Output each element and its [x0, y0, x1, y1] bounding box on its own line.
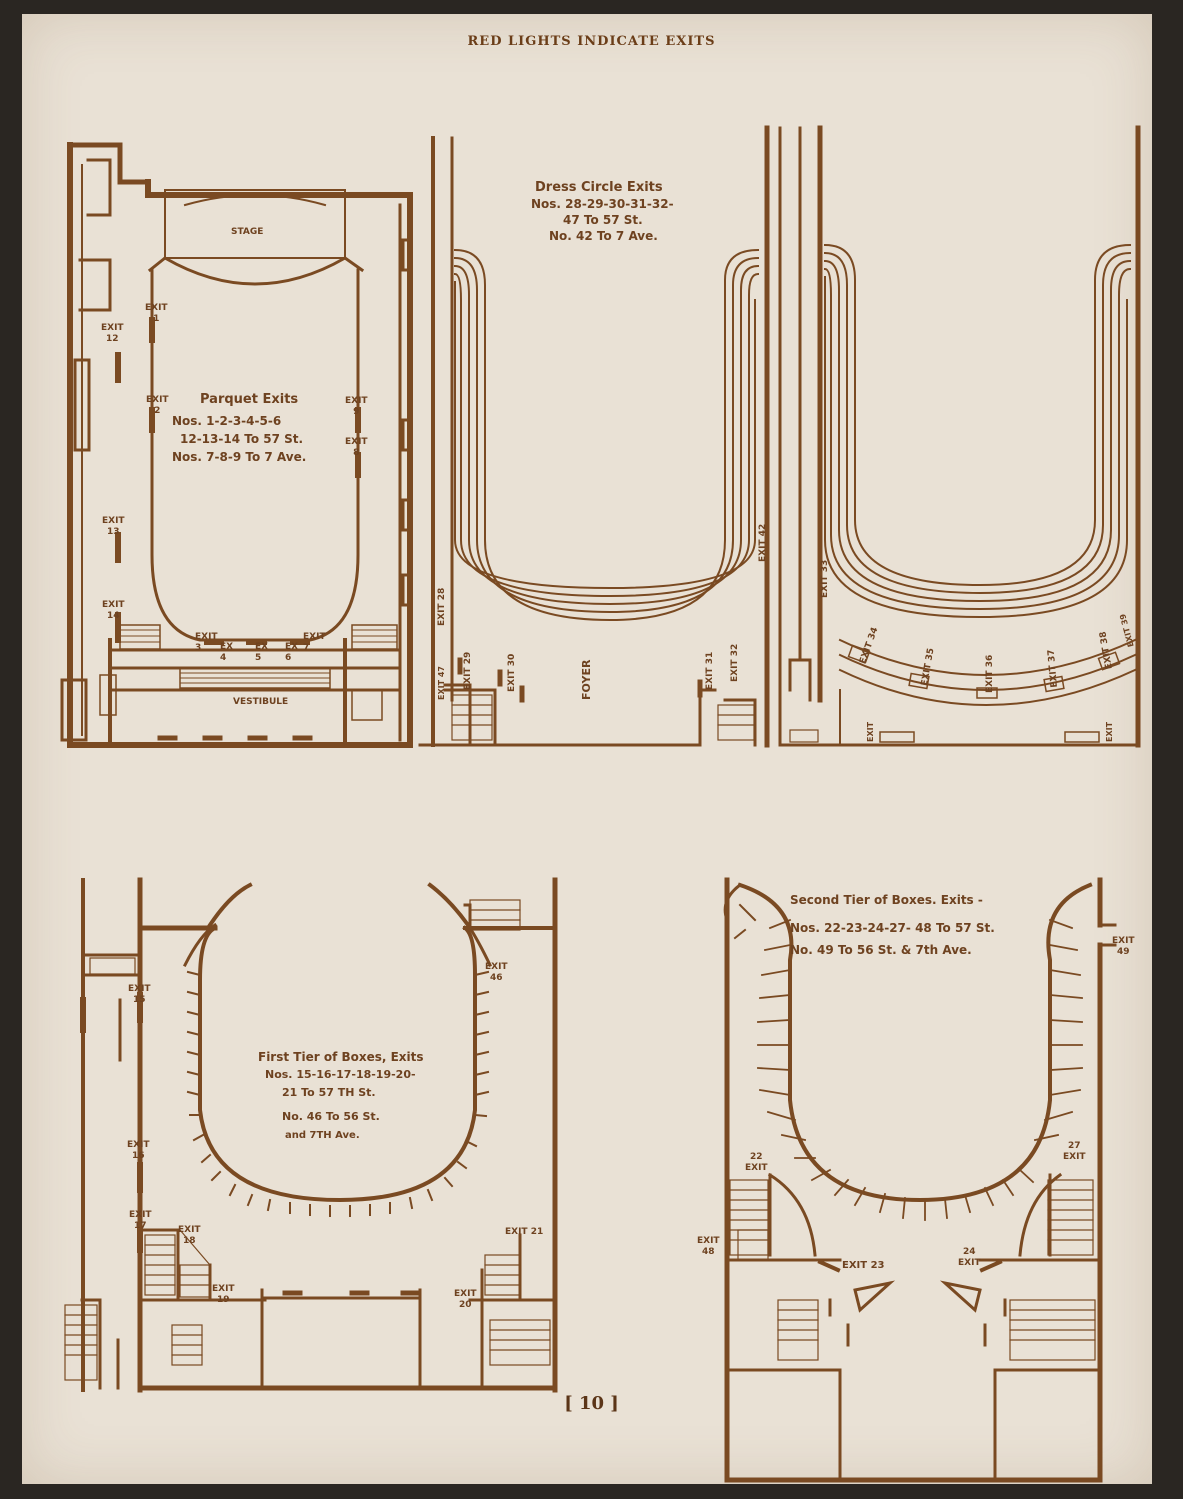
parquet-plan	[60, 142, 413, 748]
first-tier-plan	[64, 877, 558, 1393]
parquet-line3: Nos. 7-8-9 To 7 Ave.	[172, 450, 307, 464]
parquet-line2: 12-13-14 To 57 St.	[180, 432, 304, 446]
stage-label: STAGE	[231, 227, 264, 237]
exit-28-label: EXIT 28	[437, 587, 447, 626]
exit-4-label: EX 4	[220, 642, 234, 664]
exit-22-label: 22 EXIT	[745, 1152, 768, 1174]
exit-47-label: EXIT 47	[437, 666, 446, 700]
exit-24-label: 24 EXIT	[958, 1247, 981, 1269]
parquet-line1: Nos. 1-2-3-4-5-6	[172, 414, 282, 428]
dress-circle-line3: No. 42 To 7 Ave.	[549, 229, 658, 243]
dress-circle-title: Dress Circle Exits	[535, 180, 663, 195]
dress-circle-line1: Nos. 28-29-30-31-32-	[531, 197, 674, 211]
exit-8-label: EXIT 8	[345, 437, 368, 459]
exit-46-label: EXIT 46	[485, 962, 508, 984]
first-tier-line4: and 7TH Ave.	[285, 1130, 360, 1141]
foyer-label: FOYER	[580, 659, 593, 700]
exit-9-label: EXIT 9	[345, 396, 368, 418]
exit-left-bottom-label: EXIT	[866, 721, 875, 742]
second-tier-line1: Nos. 22-23-24-27- 48 To 57 St.	[790, 921, 995, 935]
exit-12-label: EXIT 12	[101, 323, 124, 345]
vestibule-label: VESTIBULE	[233, 697, 289, 707]
exit-13-label: EXIT 13	[102, 516, 125, 538]
exit-33-label: EXIT 33	[820, 559, 830, 598]
exit-21-label: EXIT 21	[505, 1227, 544, 1237]
page-number: [ 10 ]	[564, 1393, 619, 1414]
exit-14-label: EXIT 14	[102, 600, 125, 622]
first-tier-line1: Nos. 15-16-17-18-19-20-	[265, 1068, 416, 1081]
box-partitions	[186, 970, 490, 1217]
second-tier-title: Second Tier of Boxes. Exits -	[790, 893, 983, 907]
exit-17-label: EXIT 17	[129, 1210, 152, 1232]
exit-27-label: 27 EXIT	[1063, 1141, 1086, 1163]
exit-20-label: EXIT 20	[454, 1289, 477, 1311]
dress-circle-line2: 47 To 57 St.	[563, 213, 643, 227]
exit-3-label: EXIT 3	[195, 632, 218, 654]
dress-circle-plan	[418, 125, 1141, 748]
exit-1-label: EXIT 1	[145, 303, 168, 325]
exit-18-label: EXIT 18	[178, 1225, 201, 1247]
first-tier-line3: No. 46 To 56 St.	[282, 1110, 380, 1123]
parquet-title: Parquet Exits	[200, 392, 299, 407]
exit-right-bottom-label: EXIT	[1105, 721, 1114, 742]
exit-5-label: EX 5	[255, 642, 269, 664]
exit-7-label: EXIT 7	[303, 632, 326, 654]
exit-15-label: EXIT 15	[128, 984, 151, 1006]
page-header: RED LIGHTS INDICATE EXITS	[467, 34, 716, 49]
exit-31-label: EXIT 31	[705, 651, 715, 690]
first-tier-line2: 21 To 57 TH St.	[282, 1086, 376, 1099]
second-tier-plan	[723, 877, 1117, 1483]
exit-42-label: EXIT 42	[758, 523, 768, 562]
exit-23-label: EXIT 23	[842, 1260, 885, 1271]
exit-2-label: EXIT 2	[146, 395, 169, 417]
exit-32-label: EXIT 32	[730, 643, 740, 682]
box-partitions	[757, 918, 1083, 1221]
exit-29-label: EXIT 29	[463, 651, 473, 690]
exit-6-label: EX 6	[285, 642, 299, 664]
second-tier-line2: No. 49 To 56 St. & 7th Ave.	[790, 943, 972, 957]
exit-36-label: EXIT 36	[985, 654, 995, 693]
first-tier-title: First Tier of Boxes, Exits	[258, 1050, 424, 1064]
exit-16-label: EXIT 16	[127, 1140, 150, 1162]
exit-48-label: EXIT 48	[697, 1236, 720, 1258]
exit-19-label: EXIT 19	[212, 1284, 235, 1306]
exit-30-label: EXIT 30	[507, 653, 517, 692]
exit-49-label: EXIT 49	[1112, 936, 1135, 958]
